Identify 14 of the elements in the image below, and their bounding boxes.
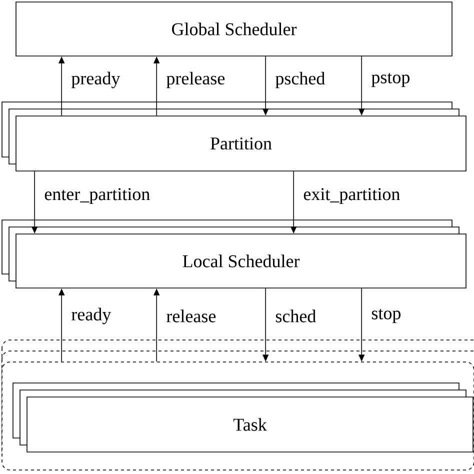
edge-label: prelease [166,72,225,88]
edge-label: release [166,310,216,322]
edge-label: pstop [371,73,410,87]
edge-label: enter_partition [44,188,150,204]
stacked-box: Task [12,382,474,452]
edge-label: sched [276,310,316,322]
edge-label: stop [372,309,400,323]
edge-label: pready [71,72,120,88]
stacked-box: Partition [2,102,466,172]
stacked-box: Local Scheduler [2,220,466,288]
process-box: Global Scheduler [16,2,452,56]
edge-label: psched [275,72,325,88]
edge-label: ready [72,308,112,324]
edge-label: exit_partition [304,188,400,204]
